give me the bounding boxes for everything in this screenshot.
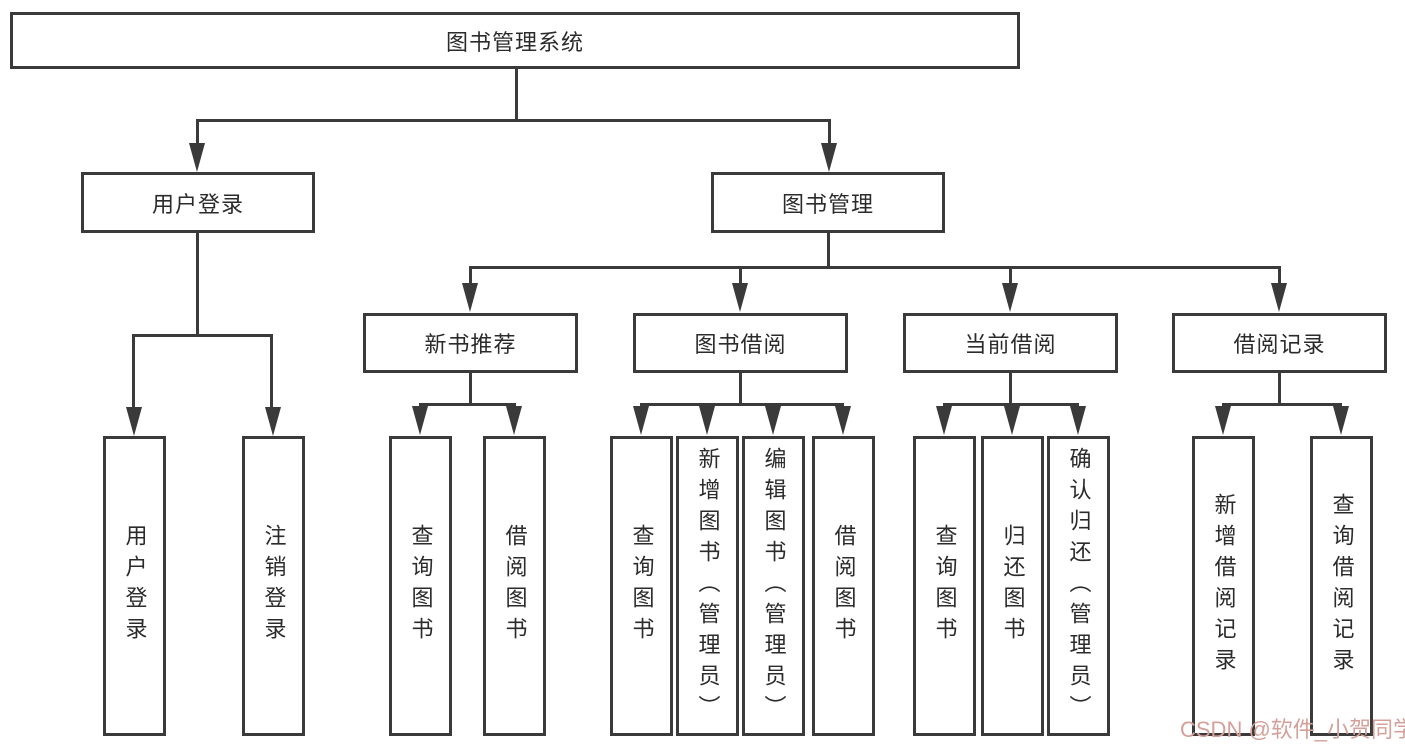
arrow-down-icon xyxy=(732,283,748,312)
leaf-label: 查询图书 xyxy=(629,524,655,648)
connector-drop-leaf xyxy=(132,334,135,408)
node-current-borrowing-label: 当前借阅 xyxy=(964,332,1057,357)
arrow-down-icon xyxy=(189,143,205,172)
node-new-book-recommendation: 新书推荐 xyxy=(363,313,578,373)
arrow-down-icon xyxy=(462,283,478,312)
leaf-return-books: 归还图书 xyxy=(981,436,1044,736)
leaf-logout: 注销登录 xyxy=(242,436,305,736)
arrow-down-icon xyxy=(765,406,781,435)
connector-level3-bracket xyxy=(469,266,1281,269)
connector-user-login-stem xyxy=(196,232,199,335)
leaf-add-borrow-record: 新增借阅记录 xyxy=(1192,436,1255,736)
csdn-watermark: CSDN @软件_小贺同学 xyxy=(1180,717,1405,742)
leaf-edit-book-admin: 编辑图书（管理员） xyxy=(742,436,805,736)
arrow-down-icon xyxy=(633,406,649,435)
leaf-confirm-return-admin: 确认归还（管理员） xyxy=(1047,436,1110,736)
connector-bracket xyxy=(943,403,1079,406)
arrow-down-icon xyxy=(1004,406,1020,435)
connector-drop-book-management xyxy=(828,119,831,146)
connector-book-management-stem xyxy=(827,232,830,269)
connector-drop-level3 xyxy=(1278,266,1281,285)
leaf-query-borrow-record: 查询借阅记录 xyxy=(1310,436,1373,736)
leaf-label: 查询借阅记录 xyxy=(1329,493,1355,679)
connector-bracket xyxy=(1222,403,1342,406)
node-borrowing-records: 借阅记录 xyxy=(1172,313,1387,373)
node-book-management: 图书管理 xyxy=(711,172,945,233)
arrow-down-icon xyxy=(506,406,522,435)
leaf-label: 编辑图书（管理员） xyxy=(761,446,787,726)
connector-drop-leaf xyxy=(270,334,273,408)
arrow-down-icon xyxy=(1215,406,1231,435)
node-user-login-label: 用户登录 xyxy=(151,191,244,217)
connector-stem xyxy=(469,372,472,406)
leaf-borrow-books-recommend: 借阅图书 xyxy=(483,436,546,736)
node-book-management-label: 图书管理 xyxy=(781,191,874,217)
connector-bracket xyxy=(640,403,844,406)
node-new-book-recommendation-label: 新书推荐 xyxy=(424,332,517,357)
connector-stem xyxy=(1278,372,1281,406)
leaf-query-books-recommend: 查询图书 xyxy=(389,436,452,736)
arrow-down-icon xyxy=(1070,406,1086,435)
leaf-label: 借阅图书 xyxy=(502,524,528,648)
leaf-query-books-borrow: 查询图书 xyxy=(610,436,673,736)
node-book-borrowing: 图书借阅 xyxy=(633,313,848,373)
connector-root-stem xyxy=(515,68,518,121)
connector-drop-user-login xyxy=(196,119,199,146)
leaf-label: 借阅图书 xyxy=(831,524,857,648)
arrow-down-icon xyxy=(126,407,142,436)
connector-user-login-bracket xyxy=(132,334,273,337)
connector-level2-bracket xyxy=(196,119,831,122)
arrow-down-icon xyxy=(835,406,851,435)
leaf-label: 查询图书 xyxy=(408,524,434,648)
connector-drop-level3 xyxy=(1009,266,1012,285)
arrow-down-icon xyxy=(265,407,281,436)
leaf-query-books-current: 查询图书 xyxy=(913,436,976,736)
leaf-label: 确认归还（管理员） xyxy=(1066,446,1092,726)
leaf-label: 新增图书（管理员） xyxy=(695,446,721,726)
arrow-down-icon xyxy=(699,406,715,435)
node-current-borrowing: 当前借阅 xyxy=(903,313,1118,373)
node-book-borrowing-label: 图书借阅 xyxy=(694,332,787,357)
arrow-down-icon xyxy=(1002,283,1018,312)
node-root: 图书管理系统 xyxy=(10,12,1020,69)
arrow-down-icon xyxy=(1333,406,1349,435)
connector-bracket xyxy=(419,403,516,406)
leaf-user-login: 用户登录 xyxy=(103,436,166,736)
arrow-down-icon xyxy=(821,143,837,172)
connector-stem xyxy=(1009,372,1012,406)
node-borrowing-records-label: 借阅记录 xyxy=(1233,332,1326,357)
connector-drop-level3 xyxy=(469,266,472,285)
leaf-label: 注销登录 xyxy=(261,524,287,648)
connector-stem xyxy=(739,372,742,406)
leaf-label: 归还图书 xyxy=(1000,524,1026,648)
arrow-down-icon xyxy=(412,406,428,435)
node-root-label: 图书管理系统 xyxy=(445,29,584,55)
node-user-login: 用户登录 xyxy=(81,172,315,233)
leaf-label: 新增借阅记录 xyxy=(1211,493,1237,679)
arrow-down-icon xyxy=(936,406,952,435)
connector-drop-level3 xyxy=(739,266,742,285)
leaf-label: 用户登录 xyxy=(122,524,148,648)
leaf-borrow-books-borrow: 借阅图书 xyxy=(812,436,875,736)
leaf-add-book-admin: 新增图书（管理员） xyxy=(676,436,739,736)
leaf-label: 查询图书 xyxy=(932,524,958,648)
arrow-down-icon xyxy=(1271,283,1287,312)
